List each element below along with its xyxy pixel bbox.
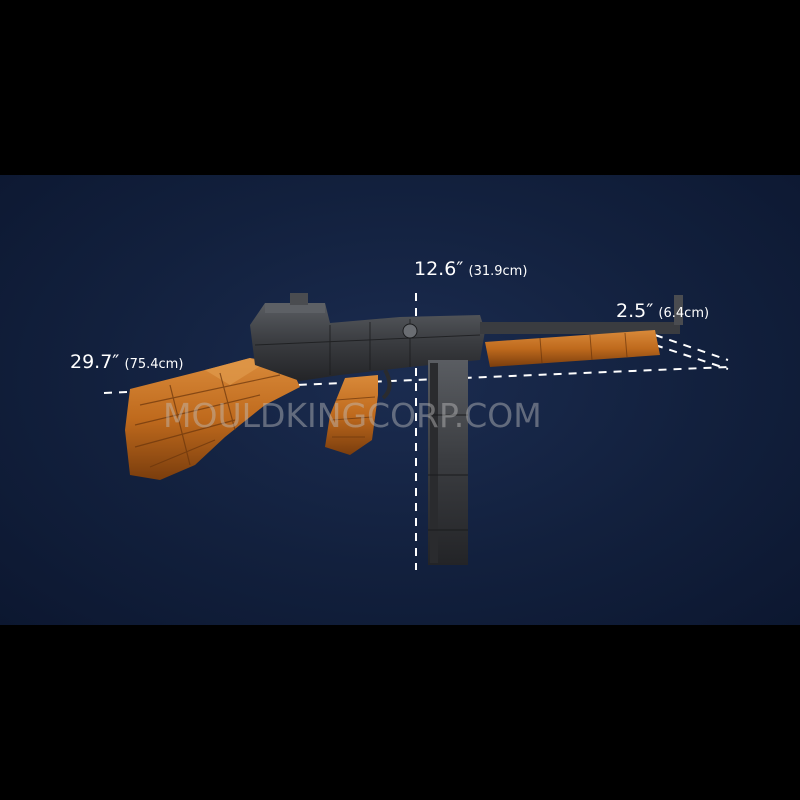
width-inch: 2.5″: [616, 300, 654, 322]
rifle-magazine: [428, 360, 468, 565]
watermark: MOULDKINGCORP.COM: [163, 396, 542, 435]
width-dimension-label: 2.5″ (6.4cm): [616, 302, 709, 321]
height-inch: 12.6″: [414, 258, 464, 280]
rifle-trigger: [381, 369, 392, 400]
width-cm: (6.4cm): [658, 306, 710, 321]
length-dimension-label: 29.7″ (75.4cm): [70, 353, 183, 372]
height-dimension-label: 12.6″ (31.9cm): [414, 260, 527, 279]
length-cm: (75.4cm): [124, 357, 184, 372]
width-guide-line-bottom: [654, 344, 729, 370]
rifle-receiver: [250, 293, 683, 381]
length-inch: 29.7″: [70, 351, 120, 373]
height-cm: (31.9cm): [468, 264, 528, 279]
rifle-pistol-grip: [325, 375, 378, 455]
rifle-stock: [125, 358, 300, 480]
rifle-handguard: [485, 330, 660, 367]
product-photo: [103, 293, 729, 570]
width-guide-line-top: [654, 334, 729, 361]
product-backdrop: MOULDKINGCORP.COM: [0, 175, 800, 625]
